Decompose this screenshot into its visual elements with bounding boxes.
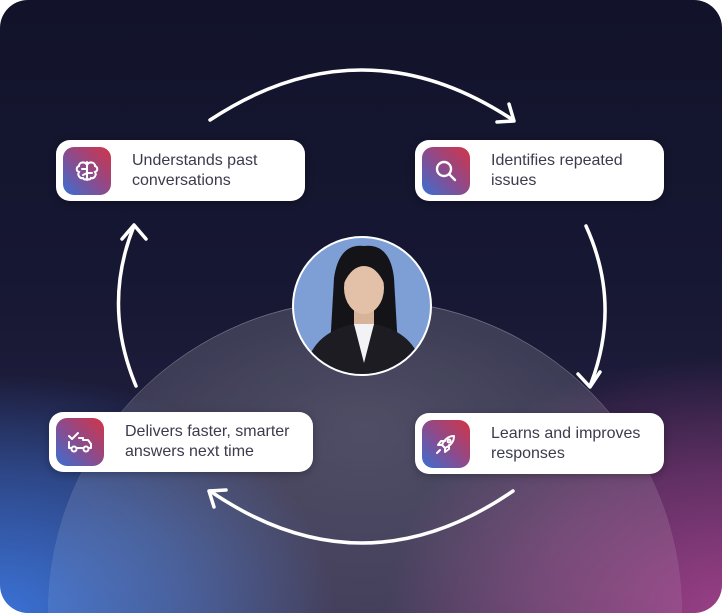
label-line: Delivers faster, smarter — [125, 423, 290, 440]
label-line: conversations — [132, 171, 231, 189]
step-card-identifies: Identifies repeated issues — [415, 140, 664, 201]
label-line: Learns and improves — [491, 424, 641, 442]
step-card-delivers: Delivers faster, smarter answers next tim… — [49, 412, 313, 472]
search-icon — [422, 146, 470, 195]
label-line: Identifies repeated — [491, 151, 623, 169]
arrow-right — [576, 224, 607, 389]
avatar — [292, 236, 432, 376]
delivery-truck-check-icon — [56, 418, 104, 466]
step-card-understands: Understands past conversations — [56, 140, 305, 201]
step-label: Identifies repeated issues — [491, 151, 623, 191]
step-label: Learns and improves responses — [491, 424, 640, 464]
arrow-bottom — [207, 488, 515, 545]
step-label: Delivers faster, smarter answers next tim… — [125, 422, 289, 462]
label-line: issues — [491, 171, 537, 189]
arrow-top — [208, 68, 516, 124]
arrow-left — [116, 223, 148, 388]
step-card-learns: Learns and improves responses — [415, 413, 664, 474]
rocket-icon — [422, 419, 470, 468]
label-line: responses — [491, 444, 565, 462]
label-line: answers next time — [125, 443, 254, 460]
brain-icon — [63, 146, 111, 195]
step-label: Understands past conversations — [132, 151, 257, 191]
label-line: Understands past — [132, 151, 258, 169]
